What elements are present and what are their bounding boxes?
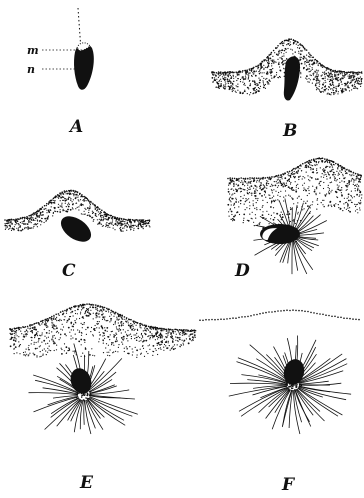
panel-e-drawing: [9, 303, 196, 434]
caption-c: C: [62, 261, 76, 281]
label-n: n: [27, 63, 35, 76]
caption-f: F: [281, 475, 296, 495]
panel-e: E: [9, 303, 196, 493]
label-m: m: [27, 44, 39, 57]
panel-c: C: [4, 190, 150, 282]
panel-b: B: [211, 38, 362, 141]
panel-f-drawing: [199, 309, 360, 434]
caption-b: B: [282, 121, 297, 141]
panel-d: D: [227, 157, 362, 281]
panel-f: F: [199, 309, 360, 495]
panel-b-drawing: [211, 38, 362, 100]
caption-a: A: [68, 117, 83, 137]
caption-d: D: [234, 261, 250, 281]
panel-a: m n A: [27, 8, 94, 137]
panel-a-drawing: [42, 8, 94, 90]
panel-d-drawing: [227, 157, 362, 274]
caption-e: E: [79, 473, 94, 493]
panel-c-drawing: [4, 190, 150, 247]
